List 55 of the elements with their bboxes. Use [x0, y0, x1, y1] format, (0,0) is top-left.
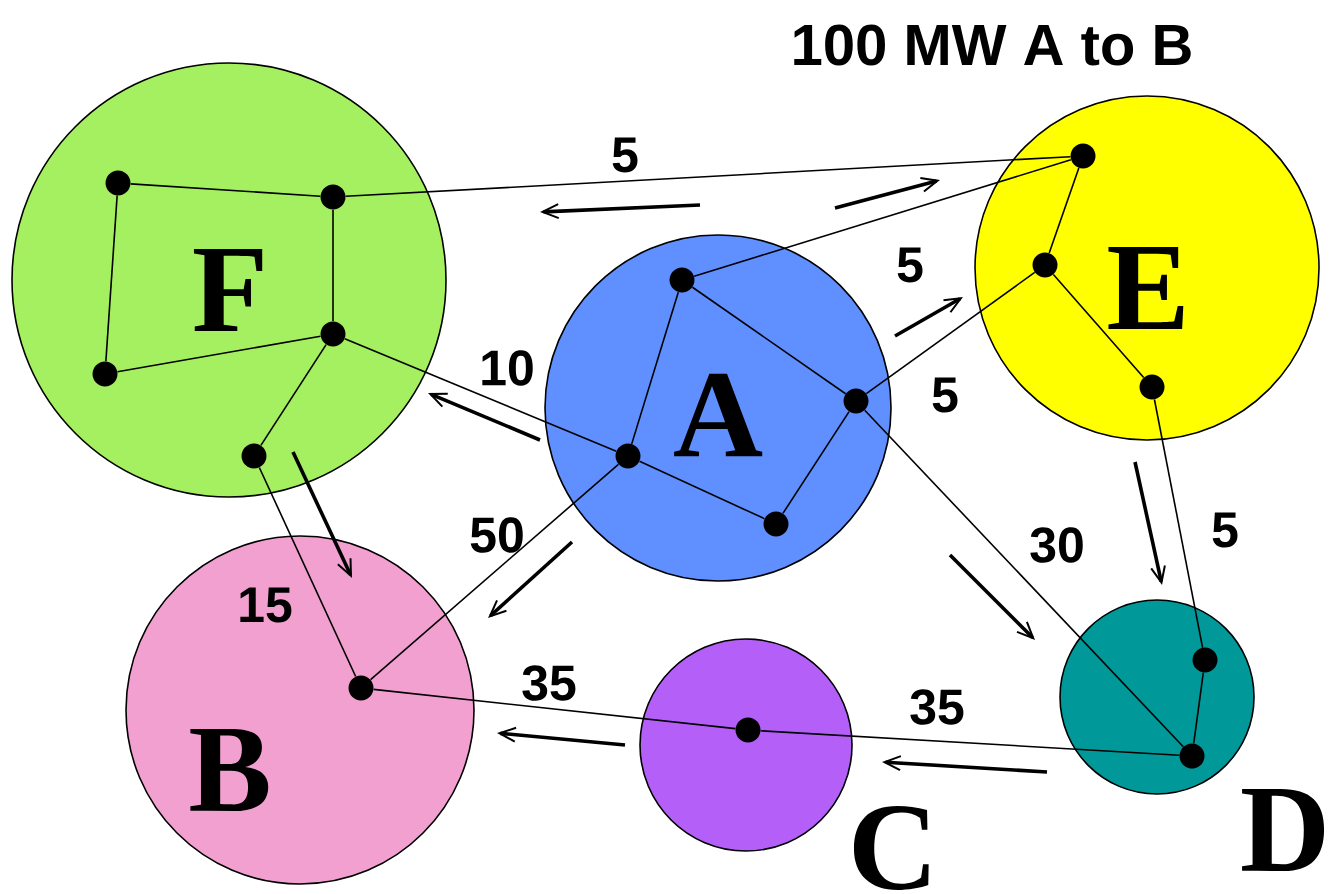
line [129, 183, 322, 197]
bus-dot [92, 361, 118, 387]
line [258, 466, 357, 678]
zone-letter: E [1108, 247, 1184, 329]
line [782, 410, 850, 515]
bus-dot [735, 717, 761, 743]
line [691, 286, 847, 395]
line [1153, 398, 1204, 649]
line [344, 155, 1072, 198]
line [863, 409, 1185, 748]
bus-dot [105, 170, 131, 196]
line [759, 729, 1181, 757]
line [865, 271, 1036, 395]
line [1048, 167, 1080, 254]
bus-dot [1192, 647, 1218, 673]
bus-dot [1139, 374, 1165, 400]
bus-dot [1032, 252, 1058, 278]
line [260, 343, 327, 447]
line [630, 291, 680, 445]
line [343, 338, 618, 452]
flow-value: 5 [932, 377, 958, 413]
line [369, 463, 620, 681]
line [1192, 671, 1205, 745]
flow-value: 30 [1030, 527, 1083, 563]
zone-letter: F [193, 249, 263, 331]
flow-value: 5 [897, 247, 923, 283]
title: 100 MW A to B [794, 24, 1191, 66]
bus-dot [348, 675, 374, 701]
zone-letter: D [1242, 788, 1325, 872]
flow-value: 15 [240, 587, 292, 623]
zone-letter: A [674, 373, 763, 457]
bus-dot [320, 321, 346, 347]
line [105, 194, 118, 363]
bus-dot [320, 184, 346, 210]
line [116, 335, 322, 373]
line [638, 460, 766, 520]
bus-dot [763, 511, 789, 537]
line [1052, 273, 1145, 379]
bus-dot [615, 443, 641, 469]
flow-value: 10 [482, 350, 533, 386]
bus-dot [241, 443, 267, 469]
flow-value: 35 [910, 689, 964, 725]
line [693, 158, 1072, 278]
bus-dot [1070, 143, 1096, 169]
flow-value: 5 [1212, 512, 1238, 548]
zone-letter: B [190, 728, 269, 812]
bus-dot [1179, 743, 1205, 769]
flow-value: 35 [522, 665, 576, 701]
zone-letter: C [854, 806, 929, 890]
bus-dot [669, 267, 695, 293]
flow-value: 5 [612, 137, 638, 173]
line [372, 688, 737, 730]
flow-value: 50 [470, 517, 523, 553]
line [332, 208, 334, 323]
bus-dot [843, 388, 869, 414]
